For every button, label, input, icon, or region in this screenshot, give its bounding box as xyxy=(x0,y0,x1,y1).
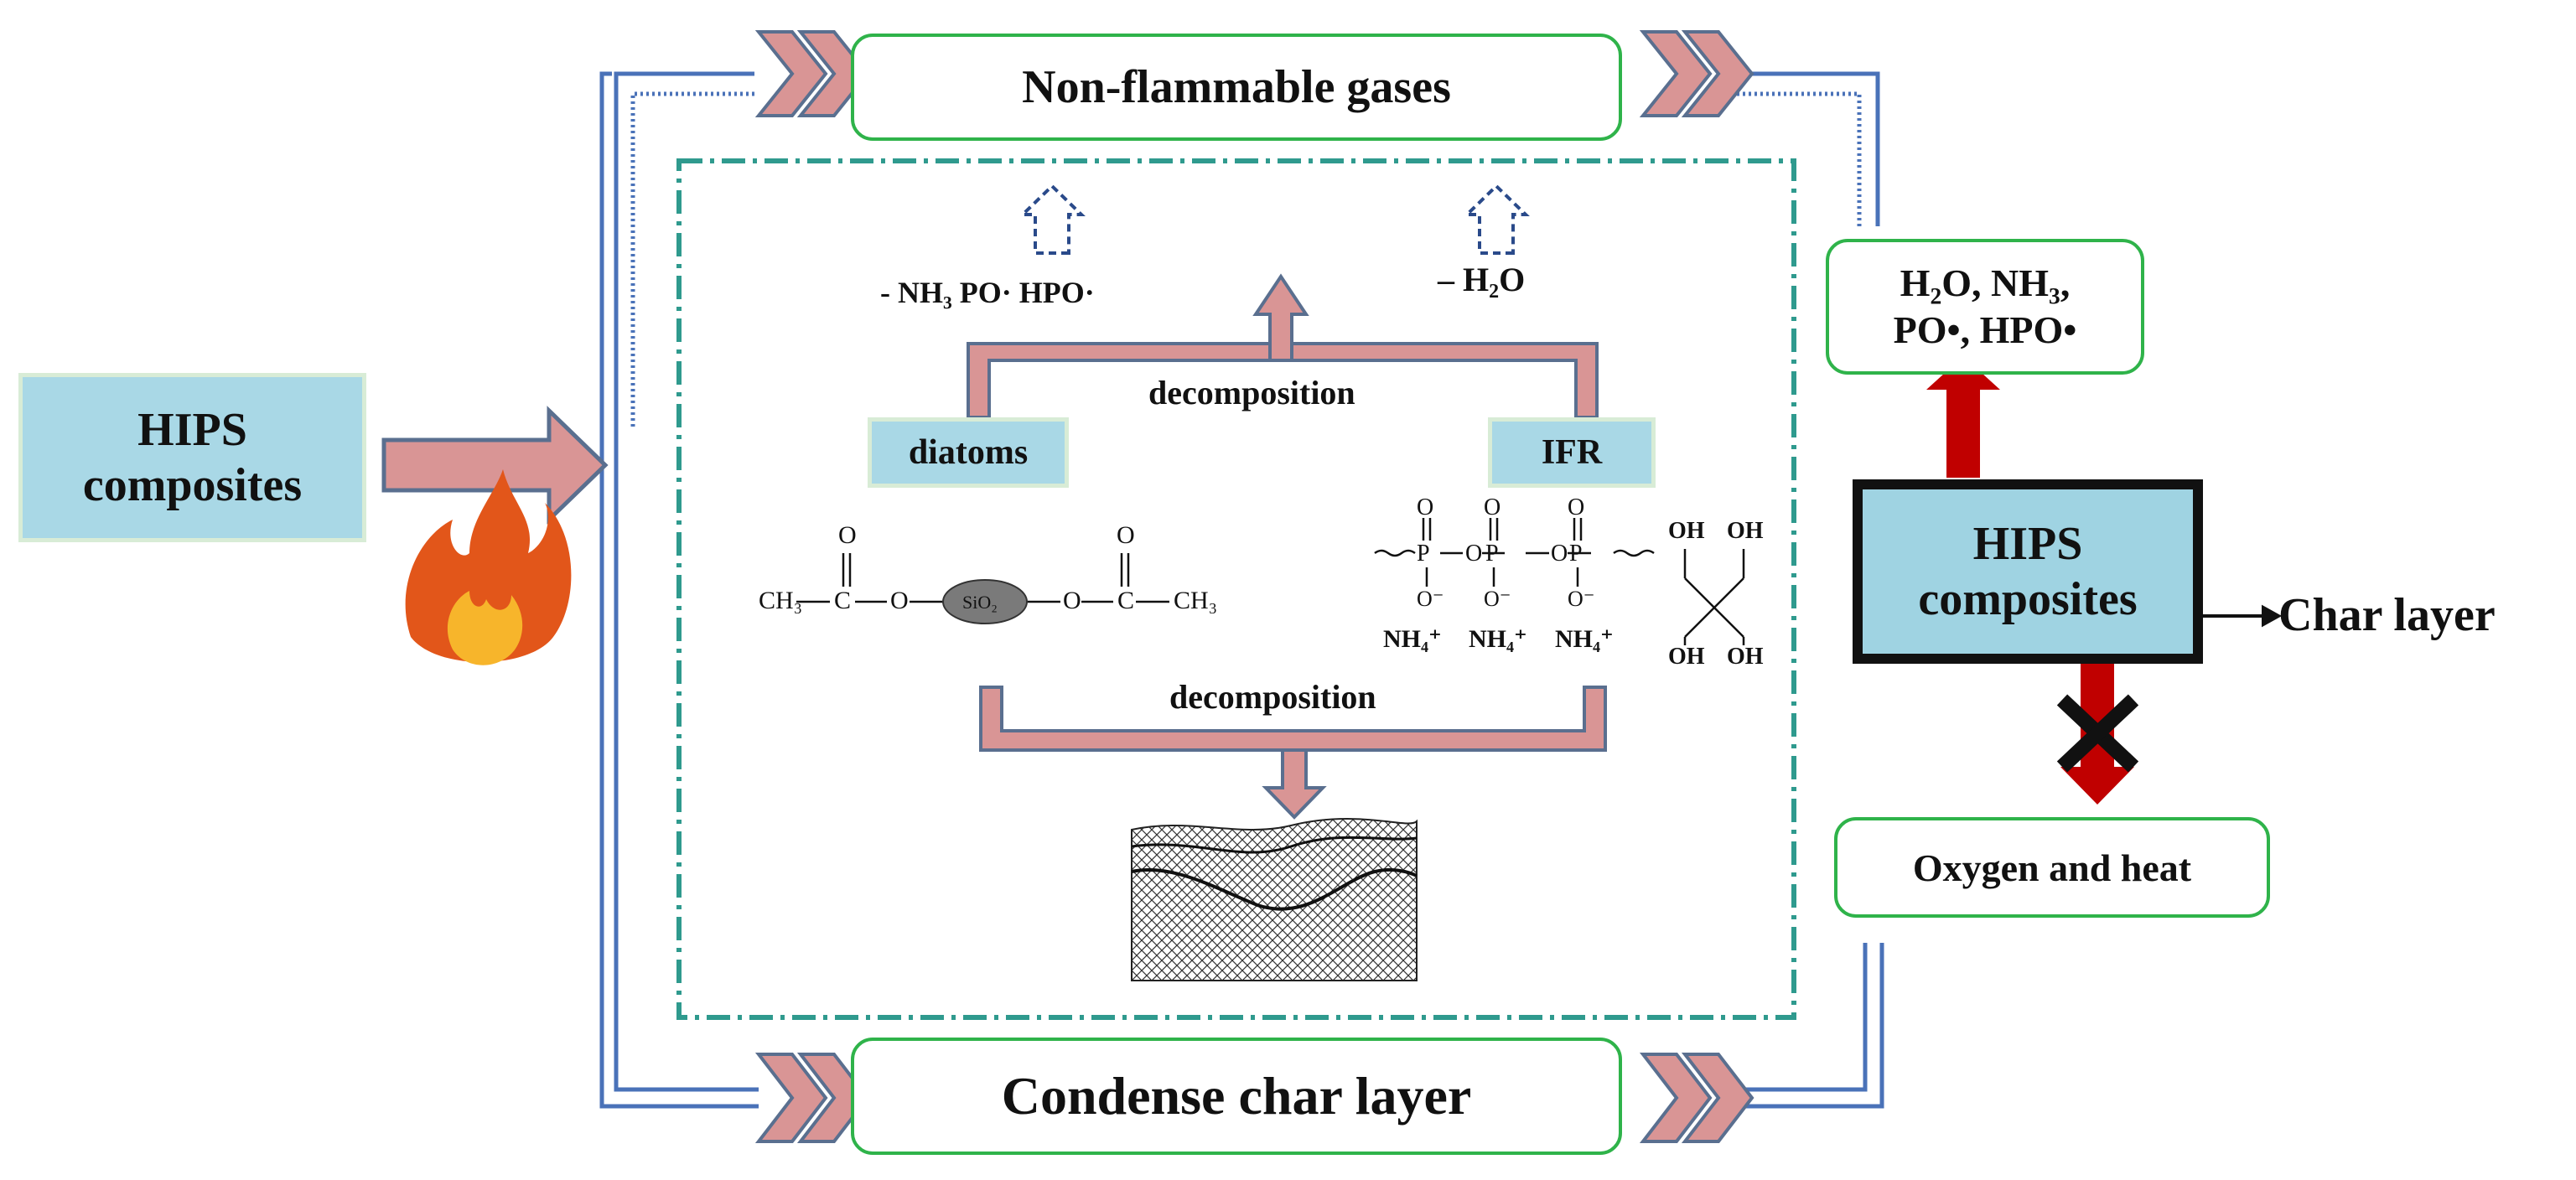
app-p-2: P xyxy=(1485,541,1499,567)
sio2-structure xyxy=(796,553,1169,603)
diatoms-box: diatoms xyxy=(868,417,1069,488)
app-o-link-1: O xyxy=(1465,541,1483,567)
hips-input-line2: composites xyxy=(82,459,303,511)
gas-products-box: H₂O, NH₃, PO•, HPO• xyxy=(1826,239,2144,375)
oh-top-right: OH xyxy=(1727,518,1764,544)
chevron-bottom-right-icon xyxy=(1639,1053,1754,1143)
app-structure xyxy=(1374,518,1655,587)
hips-composites-input-box: HIPS composites xyxy=(18,373,366,542)
app-o-top-1: O xyxy=(1417,494,1434,520)
input-arrow-icon xyxy=(381,406,609,525)
gas-products-line2: PO•, HPO• xyxy=(1893,308,2077,351)
sio2-core xyxy=(942,579,1028,624)
mechanism-frame xyxy=(676,158,1796,1020)
ch3-left-label: CH₃ xyxy=(759,587,803,614)
app-o-link-2: O xyxy=(1551,541,1568,567)
released-species-left: - NH₃ PO· HPO· xyxy=(880,276,1095,309)
carbonyl-o-right-label: O xyxy=(1117,521,1135,549)
ammonium-2: NH₄⁺ xyxy=(1469,625,1527,653)
condense-char-layer-label: Condense char layer xyxy=(1001,1066,1472,1126)
app-o-minus-3: O⁻ xyxy=(1568,587,1595,611)
non-flammable-gases-box: Non-flammable gases xyxy=(851,34,1622,141)
chevron-top-right-icon xyxy=(1639,30,1754,117)
condense-char-layer-box: Condense char layer xyxy=(851,1038,1622,1155)
oxygen-and-heat-label: Oxygen and heat xyxy=(1912,846,2192,889)
dashed-up-arrow-left-icon xyxy=(1018,184,1086,255)
app-o-top-3: O xyxy=(1568,494,1585,520)
released-species-right: – H₂O xyxy=(1438,261,1526,298)
char-layer-label: Char layer xyxy=(2278,589,2496,641)
char-layer-arrow-icon xyxy=(2203,604,2283,628)
c-left-label: C xyxy=(834,587,852,614)
oh-top-left: OH xyxy=(1668,518,1705,544)
down-arrow-icon xyxy=(1262,748,1327,820)
decomposition-top-label: decomposition xyxy=(1148,374,1355,411)
decomposition-bracket-bottom xyxy=(979,686,1607,752)
hips-char-line1: HIPS xyxy=(1972,518,2083,570)
app-o-top-2: O xyxy=(1484,494,1501,520)
app-p-1: P xyxy=(1417,541,1430,567)
app-o-minus-1: O⁻ xyxy=(1417,587,1444,611)
c-right-label: C xyxy=(1117,587,1135,614)
blocked-x-icon xyxy=(2056,694,2139,773)
ifr-label: IFR xyxy=(1541,433,1603,472)
hips-input-line1: HIPS xyxy=(137,404,247,456)
app-o-minus-2: O⁻ xyxy=(1484,587,1511,611)
decomposition-bottom-label: decomposition xyxy=(1169,678,1376,716)
non-flammable-gases-label: Non-flammable gases xyxy=(1022,61,1451,113)
app-p-3: P xyxy=(1569,541,1583,567)
dashed-up-arrow-right-icon xyxy=(1463,184,1530,255)
oh-bottom-right: OH xyxy=(1727,644,1764,670)
ammonium-3: NH₄⁺ xyxy=(1555,625,1614,653)
oxygen-and-heat-box: Oxygen and heat xyxy=(1834,817,2270,918)
ch3-right-label: CH₃ xyxy=(1174,587,1218,614)
flame-icon xyxy=(405,469,572,665)
ammonium-1: NH₄⁺ xyxy=(1383,625,1442,653)
up-arrow-icon xyxy=(1252,273,1309,362)
diatoms-label: diatoms xyxy=(908,433,1029,472)
gas-products-line1: H₂O, NH₃, xyxy=(1900,261,2071,304)
hips-composites-char-box: HIPS composites xyxy=(1853,479,2203,664)
red-up-arrow-icon xyxy=(1926,356,2000,478)
char-layer-image xyxy=(1131,817,1418,981)
pentaerythritol-structure xyxy=(1683,549,1745,645)
carbonyl-o-left-label: O xyxy=(838,521,857,549)
oh-bottom-left: OH xyxy=(1668,644,1705,670)
hips-char-line2: composites xyxy=(1918,573,2138,625)
o-left-label: O xyxy=(890,587,909,614)
sio2-label: SiO₂ xyxy=(962,592,998,613)
ifr-box: IFR xyxy=(1488,417,1656,488)
right-connector-lines xyxy=(1727,71,1884,1109)
left-connector-lines xyxy=(599,71,759,1109)
o-right-label: O xyxy=(1063,587,1081,614)
